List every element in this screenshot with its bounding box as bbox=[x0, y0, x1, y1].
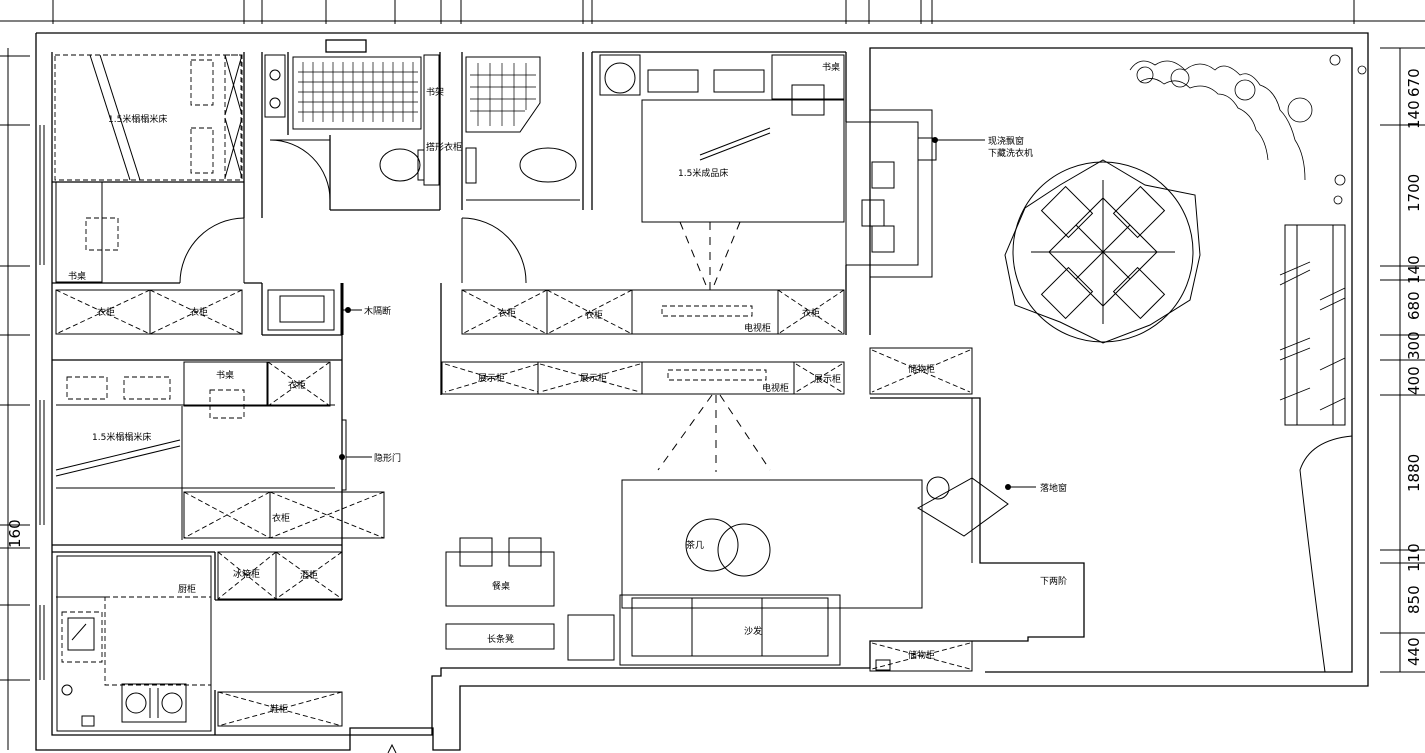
bathrooms: 书架 搭形衣柜 bbox=[264, 54, 577, 186]
corridor: 木隔断 隐形门 bbox=[267, 283, 401, 491]
w-wardrobe-label-2: 衣柜 bbox=[272, 512, 290, 524]
living-room: 展示柜 展示柜 电视柜 展示柜 茶几 沙发 餐桌 长条凳 储物柜 储物柜 bbox=[441, 347, 1067, 672]
master-bedroom: 1.5米成品床 书桌 衣柜 衣柜 电视柜 衣柜 现浇飘窗 下藏洗衣机 bbox=[461, 54, 1033, 335]
dim-right-140a: 140 bbox=[1405, 100, 1423, 129]
tea-table-label: 茶几 bbox=[686, 539, 704, 551]
master-wardrobe-label-1: 衣柜 bbox=[498, 307, 516, 319]
nw-wardrobe-label-1: 衣柜 bbox=[97, 306, 115, 318]
left-windows bbox=[39, 125, 45, 680]
entrance-marker bbox=[387, 743, 397, 753]
garden bbox=[1004, 54, 1367, 673]
fridge-cabinet-label: 冰箱柜 bbox=[233, 568, 260, 580]
storage-cabinet-label-1: 储物柜 bbox=[908, 363, 935, 375]
left-dimension-line: 160 bbox=[0, 48, 30, 750]
nw-desk-label: 书桌 bbox=[68, 270, 86, 282]
display-cabinet-label-1: 展示柜 bbox=[478, 372, 505, 384]
dim-right-140b: 140 bbox=[1405, 255, 1423, 284]
bath-shelf-label: 书架 bbox=[426, 87, 444, 98]
floor-window-label: 落地窗 bbox=[1040, 482, 1067, 494]
w-wardrobe-label-1: 衣柜 bbox=[288, 379, 306, 391]
dining-table-label: 餐桌 bbox=[492, 580, 510, 592]
dim-right-300: 300 bbox=[1405, 331, 1423, 360]
hidden-door-label: 隐形门 bbox=[374, 452, 401, 464]
w-bed-label: 1.5米榻榻米床 bbox=[92, 431, 151, 443]
nw-bedroom: 1.5米榻榻米床 书桌 衣柜 衣柜 bbox=[54, 54, 243, 335]
bay-window-label-2: 下藏洗衣机 bbox=[988, 147, 1033, 159]
shoe-cabinet-label: 鞋柜 bbox=[270, 703, 288, 715]
master-wardrobe-label-3: 衣柜 bbox=[802, 307, 820, 319]
wine-cabinet-label: 酒柜 bbox=[300, 569, 318, 581]
dim-right-670: 670 bbox=[1405, 68, 1423, 97]
dim-right-440: 440 bbox=[1405, 637, 1423, 666]
display-cabinet-label-3: 展示柜 bbox=[814, 373, 841, 385]
bath-rack-label: 搭形衣柜 bbox=[426, 141, 462, 153]
doors bbox=[179, 139, 527, 284]
bay-window-label-1: 现浇飘窗 bbox=[988, 135, 1024, 147]
west-bedroom: 1.5米榻榻米床 书桌 衣柜 衣柜 bbox=[55, 361, 385, 540]
master-desk-label: 书桌 bbox=[822, 61, 840, 73]
right-dimension-line: 670 140 1700 140 680 300 400 1880 110 85… bbox=[1380, 47, 1425, 673]
dim-right-1880: 1880 bbox=[1405, 454, 1423, 492]
dim-right-110: 110 bbox=[1405, 543, 1423, 572]
two-steps-label: 下两阶 bbox=[1040, 575, 1067, 587]
sofa-label: 沙发 bbox=[744, 625, 762, 637]
top-dimension-line bbox=[0, 0, 1425, 24]
dim-right-680: 680 bbox=[1405, 291, 1423, 320]
display-cabinet-label-2: 展示柜 bbox=[580, 372, 607, 384]
w-desk-label: 书桌 bbox=[216, 369, 234, 381]
bench-label: 长条凳 bbox=[487, 633, 514, 645]
master-bed-label: 1.5米成品床 bbox=[678, 167, 728, 179]
dim-right-400: 400 bbox=[1405, 366, 1423, 395]
wood-partition-label: 木隔断 bbox=[364, 305, 391, 317]
kitchen: 厨柜 冰箱柜 酒柜 鞋柜 bbox=[56, 551, 343, 732]
dim-right-1700: 1700 bbox=[1405, 174, 1423, 212]
storage-cabinet-label-2: 储物柜 bbox=[908, 649, 935, 661]
dim-left-160: 160 bbox=[6, 519, 24, 548]
dim-right-850: 850 bbox=[1405, 585, 1423, 614]
master-tv-cabinet-label: 电视柜 bbox=[744, 322, 771, 334]
nw-wardrobe-label-2: 衣柜 bbox=[190, 306, 208, 318]
kitchen-cabinet-label: 厨柜 bbox=[178, 583, 196, 595]
living-tv-cabinet-label: 电视柜 bbox=[762, 382, 789, 394]
nw-bed-label: 1.5米榻榻米床 bbox=[108, 113, 167, 125]
interior-walls bbox=[52, 51, 847, 735]
master-wardrobe-label-2: 衣柜 bbox=[585, 309, 603, 321]
